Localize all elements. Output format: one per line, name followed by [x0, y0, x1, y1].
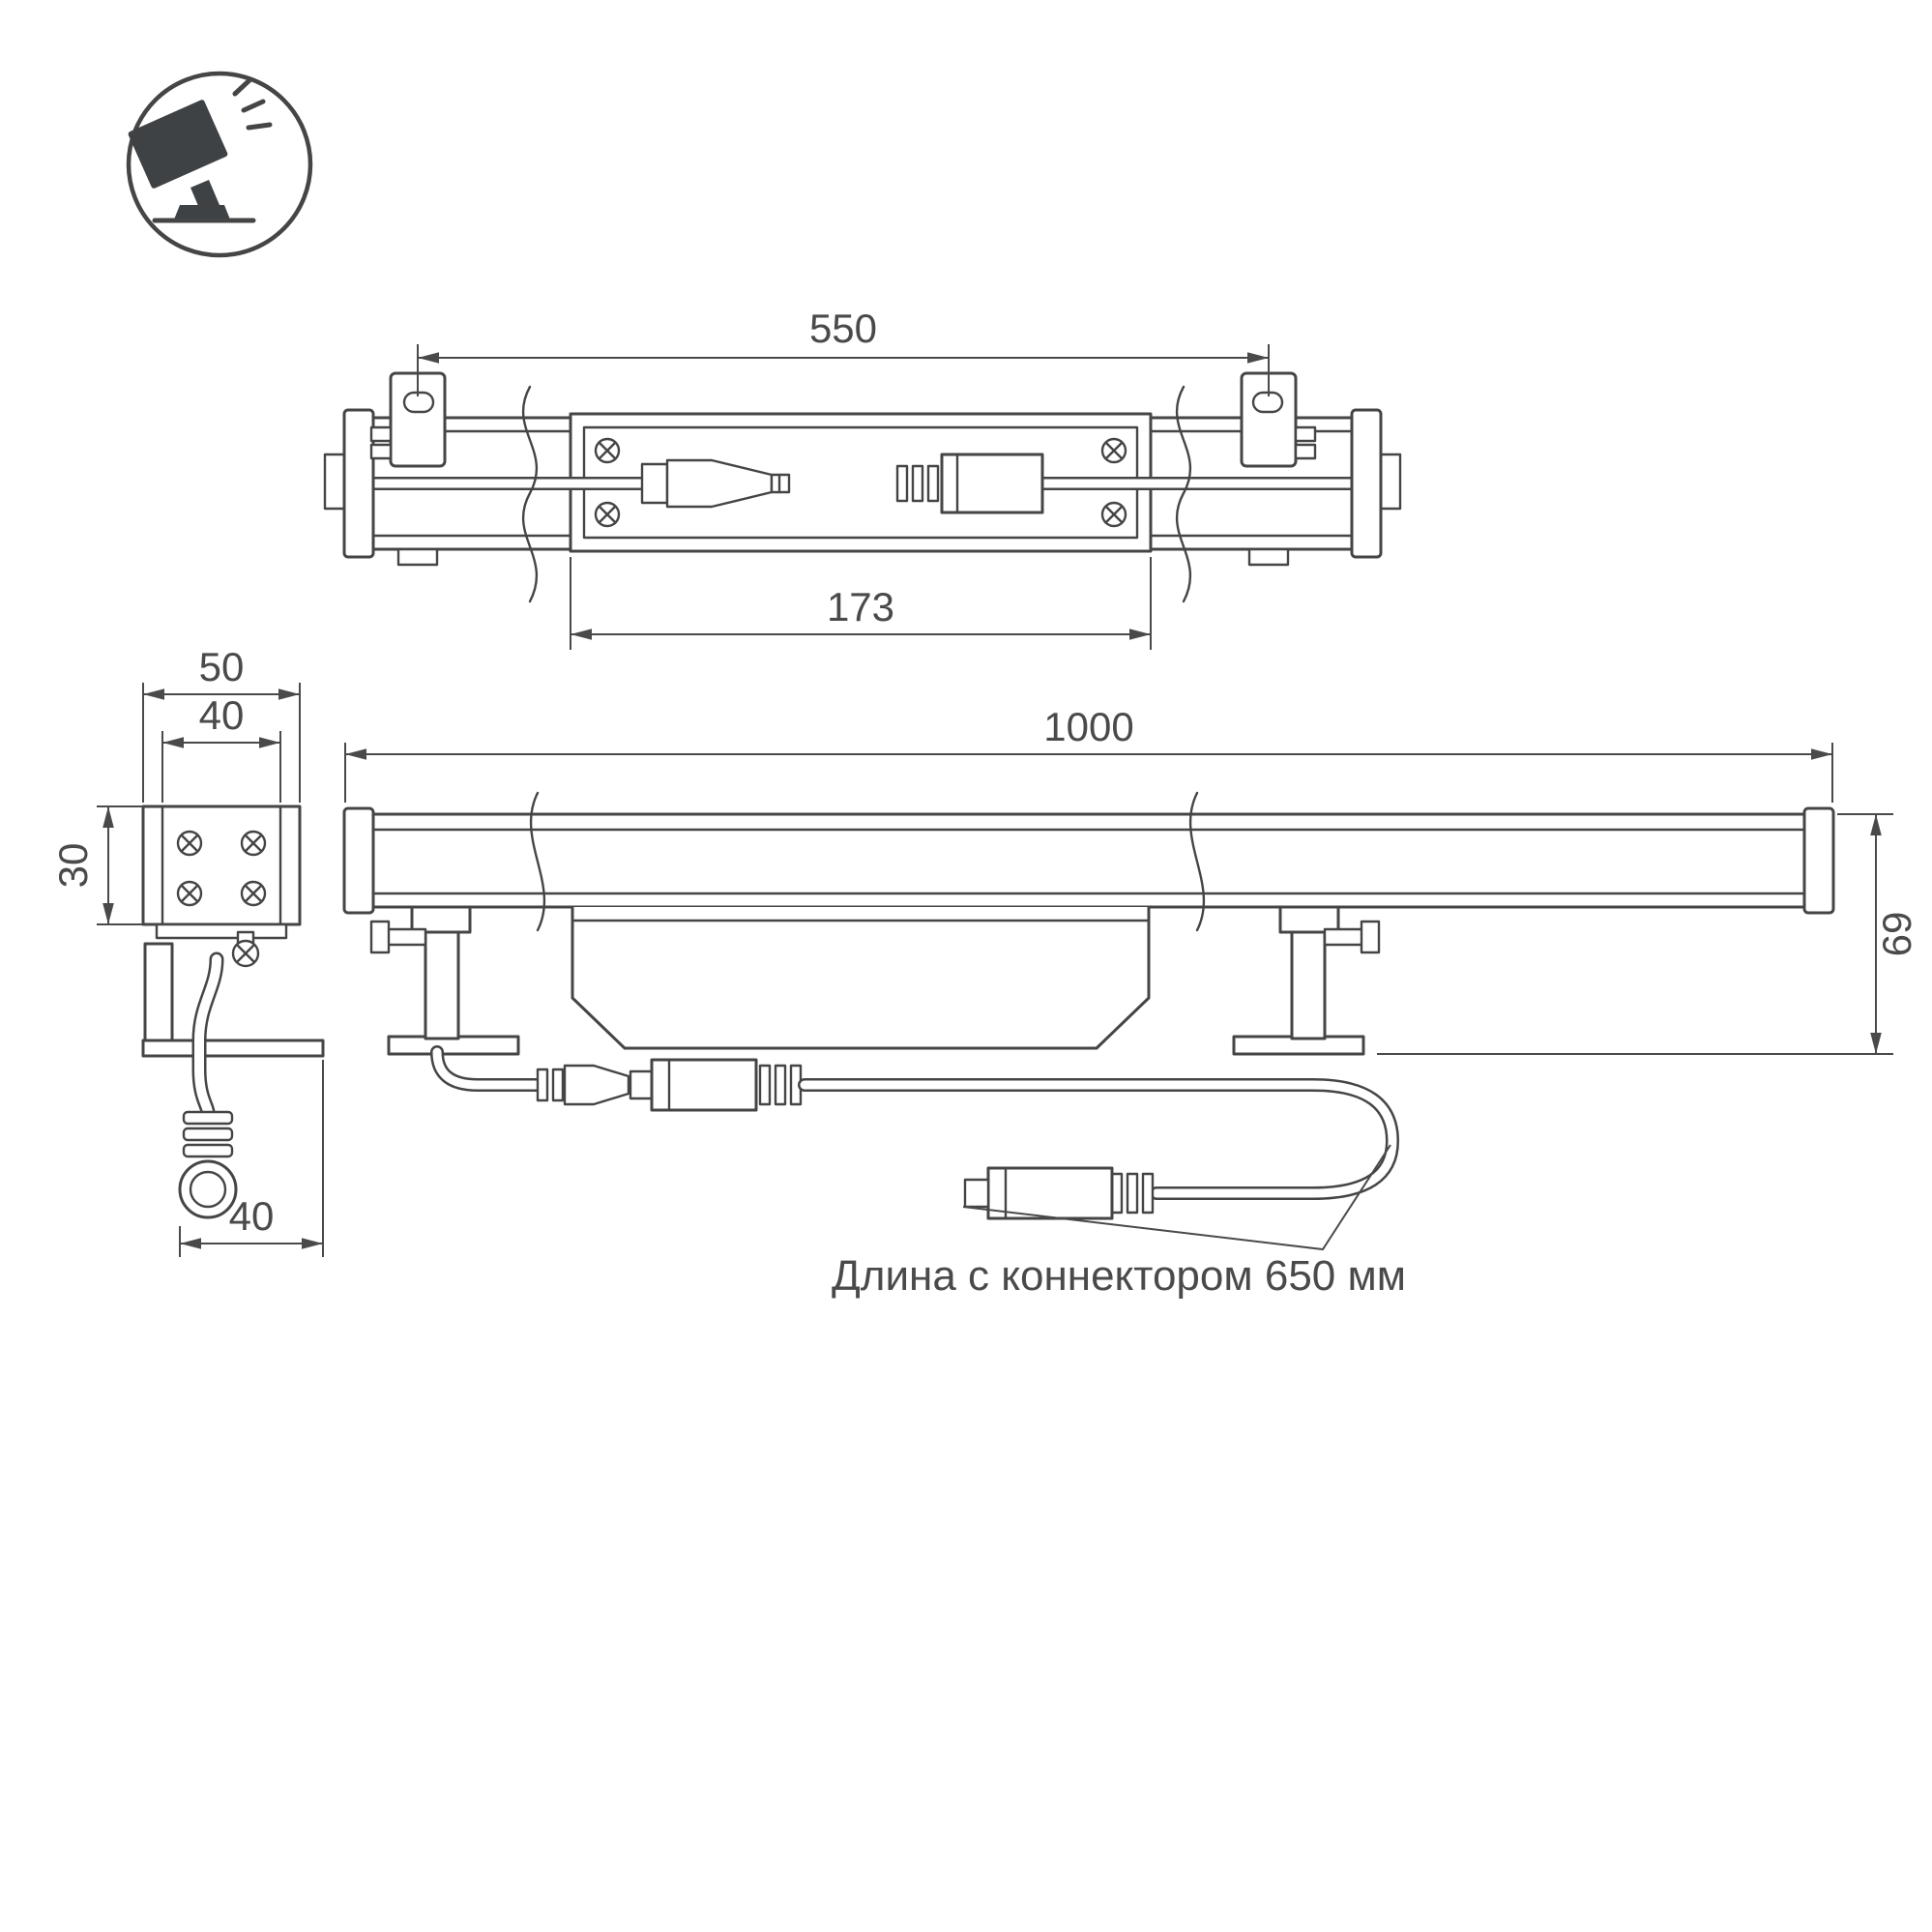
leader-line: [962, 1144, 1391, 1251]
mounting-bracket-right: [1240, 371, 1317, 567]
male-connector: [640, 458, 791, 509]
end-cap: [1350, 408, 1383, 559]
driver-box: [571, 905, 1151, 1050]
dim-30-label: 30: [50, 843, 96, 889]
screw-icon: [1100, 437, 1127, 464]
screw-icon: [594, 437, 621, 464]
dim-50-label: 50: [199, 644, 245, 689]
dim-40-top-label: 40: [199, 692, 245, 738]
break-line: [529, 791, 546, 932]
floodlight-icon: [128, 77, 273, 223]
dimension-40-top: 40: [161, 692, 281, 803]
light-ray: [241, 99, 266, 113]
profile-end: [141, 805, 302, 926]
dimension-173: 173: [570, 557, 1152, 650]
dimension-1000: 1000: [344, 704, 1833, 803]
break-line: [1175, 385, 1192, 603]
dim-69-label: 69: [1874, 912, 1919, 957]
mounting-bracket-left-front: [369, 905, 520, 1056]
bolt-head: [1360, 920, 1381, 954]
dim-40-bottom-label: 40: [229, 1193, 275, 1239]
rail: [155, 922, 288, 940]
end-stud: [1379, 453, 1402, 511]
female-connector: [895, 453, 1044, 514]
end-cap: [342, 408, 375, 559]
bolt-head: [369, 920, 391, 954]
male-connector-front: [536, 1064, 630, 1106]
front-view: 1000: [342, 704, 1919, 1300]
screw-icon: [176, 830, 203, 857]
end-cap: [342, 806, 375, 915]
top-view: 550 173: [323, 306, 1402, 650]
screw-icon: [240, 880, 267, 907]
connector-length-annotation: Длина с коннектором 650 мм: [832, 1252, 1406, 1300]
light-ray: [246, 122, 273, 131]
mounting-bracket-left: [369, 371, 447, 567]
dim-550-label: 550: [809, 306, 877, 351]
light-ray: [232, 77, 252, 97]
female-connector-front: [629, 1058, 803, 1112]
end-stud: [323, 453, 346, 511]
screw-icon: [594, 501, 621, 528]
break-line: [1188, 791, 1206, 932]
dimension-50: 50: [142, 644, 301, 803]
side-view: 50 40: [50, 644, 325, 1257]
break-line: [521, 385, 539, 603]
dimension-550: 550: [417, 306, 1270, 396]
dimension-30: 30: [50, 805, 143, 925]
dimension-69: 69: [1377, 813, 1919, 1055]
dimension-40-bottom: 40: [179, 1060, 324, 1257]
dim-173-label: 173: [827, 584, 894, 629]
screw-icon: [176, 880, 203, 907]
dim-1000-label: 1000: [1043, 704, 1133, 749]
output-connector: [963, 1166, 1155, 1220]
screw-icon: [240, 830, 267, 857]
fixture-type-icon: [126, 71, 313, 258]
screw-icon: [1100, 501, 1127, 528]
icon-circle: [126, 71, 313, 258]
clamp-bracket: [141, 930, 325, 1058]
connector-end: [178, 1110, 238, 1219]
end-cap: [1802, 806, 1835, 915]
mounting-bracket-right-front: [1232, 905, 1381, 1056]
